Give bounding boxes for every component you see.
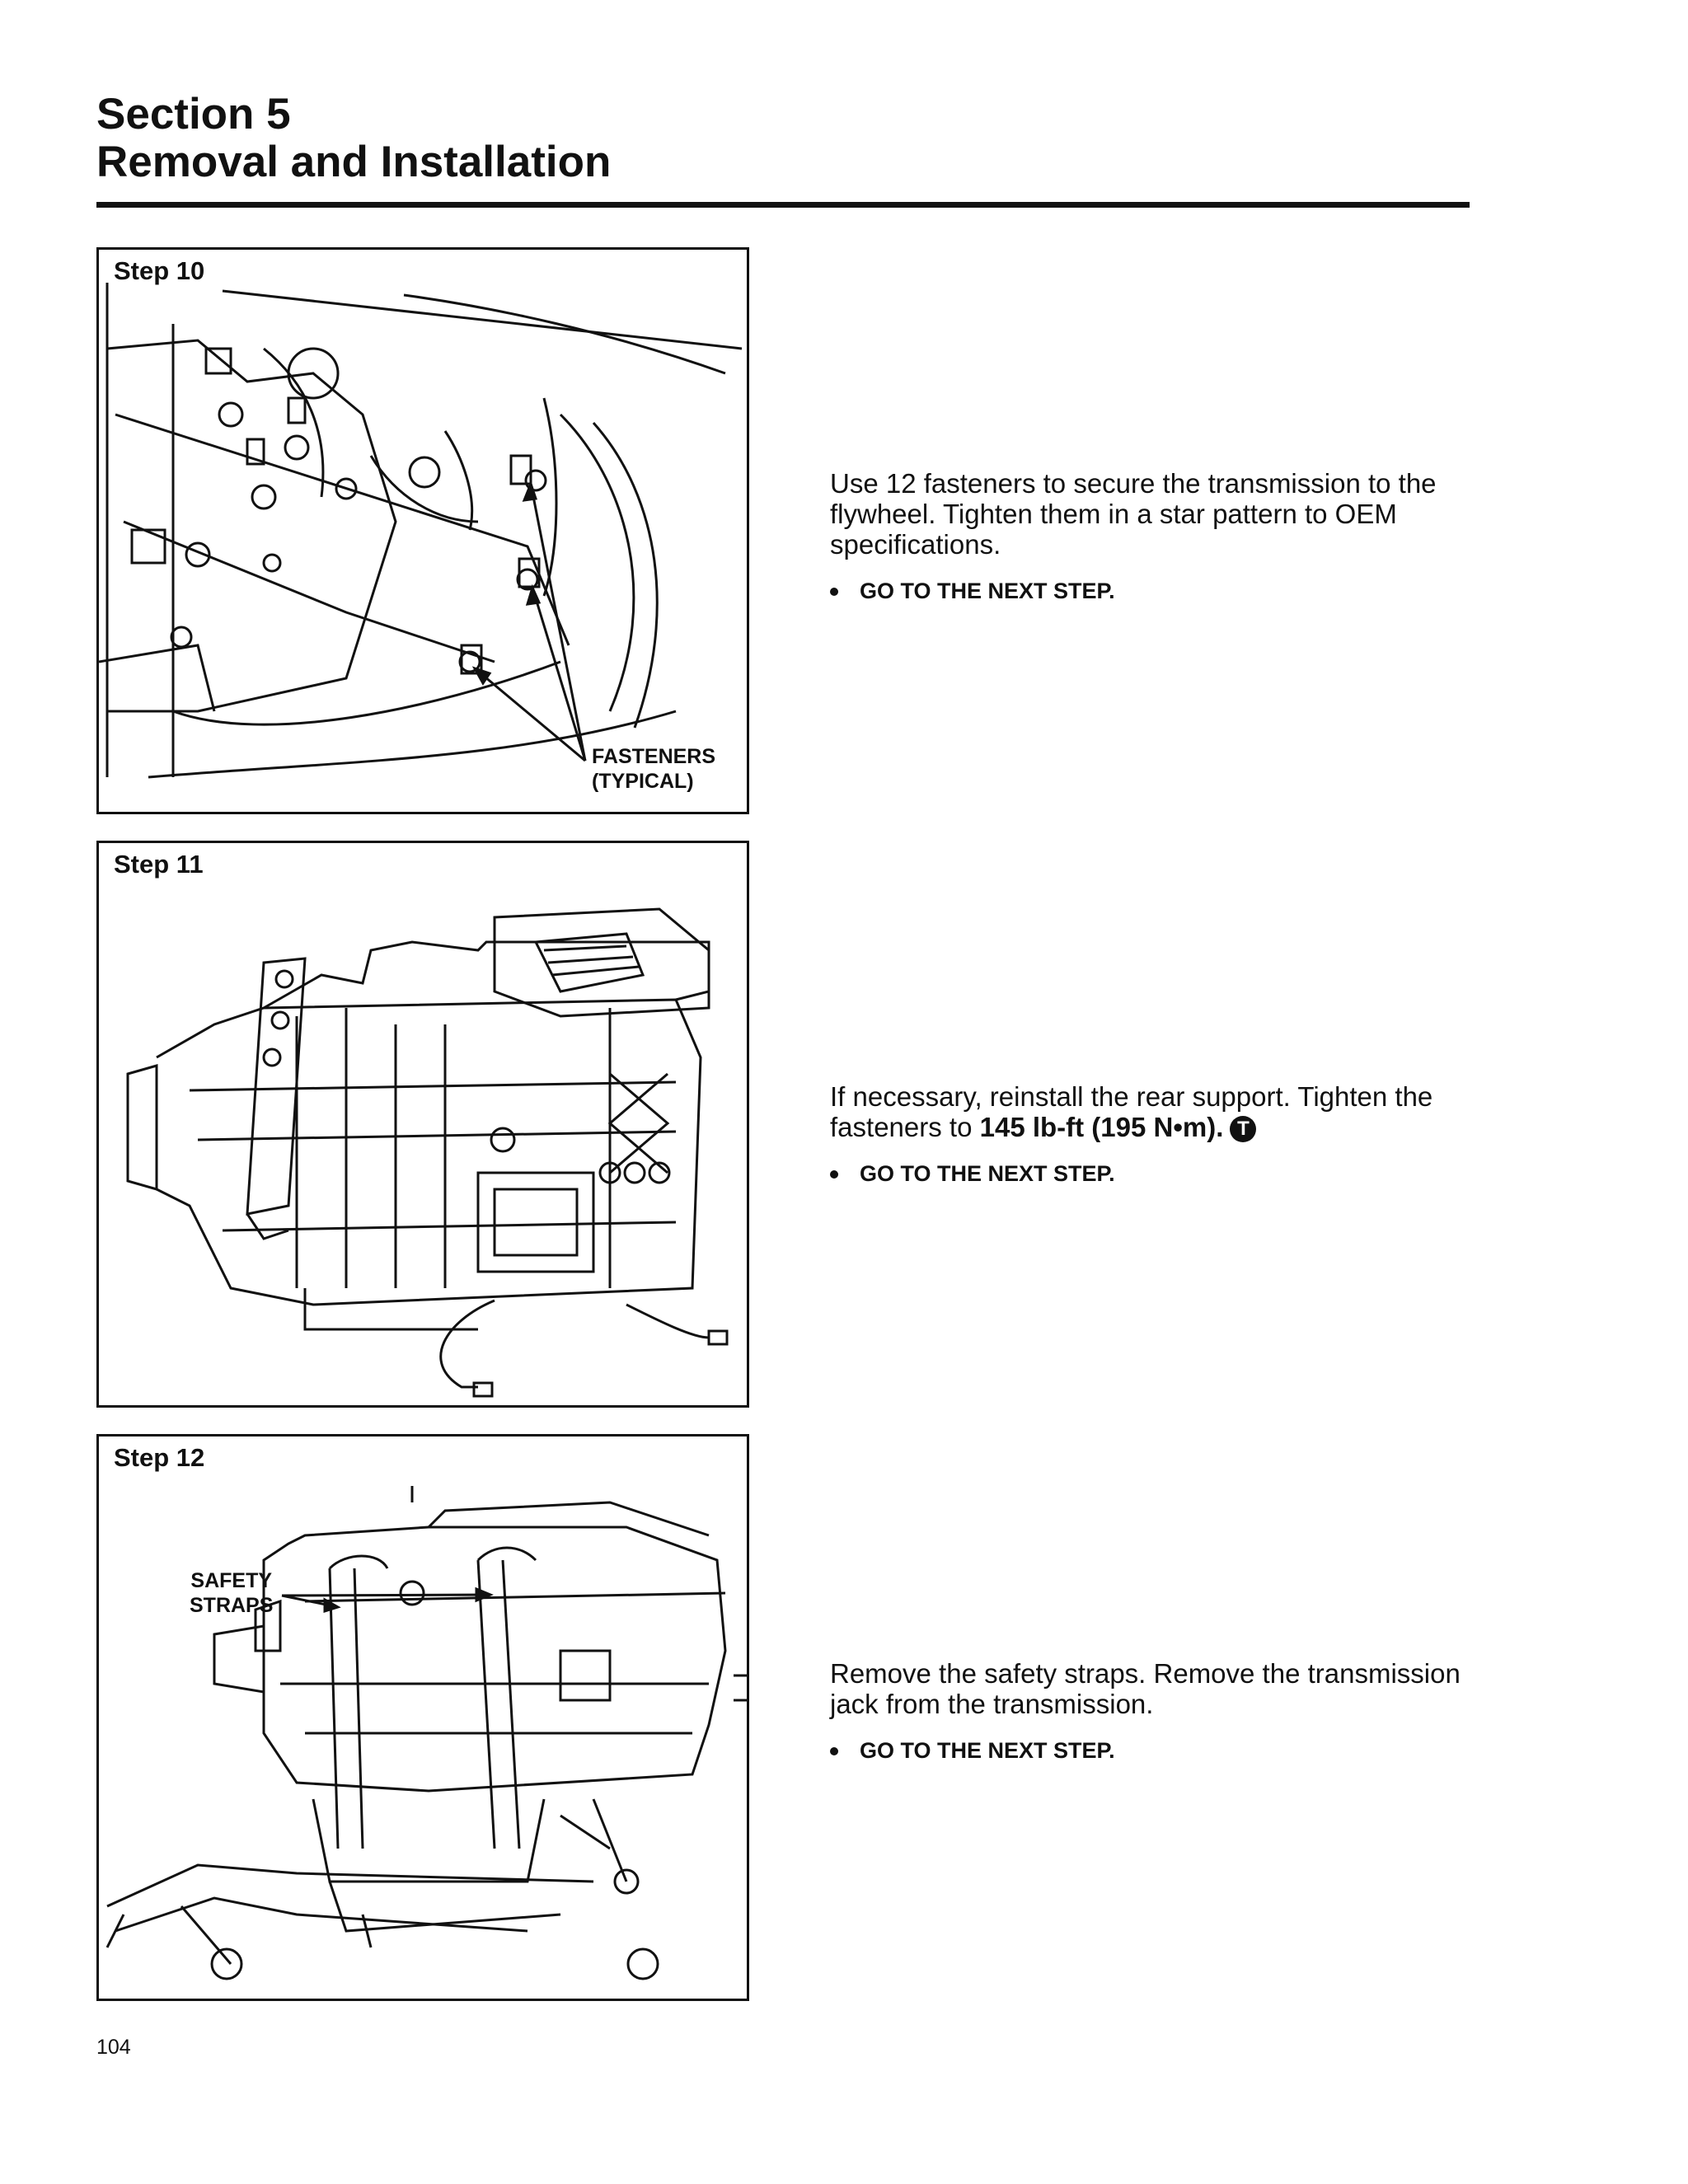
transmission-jack-illustration: [106, 1486, 747, 1980]
step-12-figure: Step 12 SAFETY STRAPS: [96, 1434, 749, 2001]
step-11-label: Step 11: [114, 850, 204, 879]
step-11-bullet: GO TO THE NEXT STEP.: [830, 1159, 1473, 1189]
step-11-text: If necessary, reinstall the rear support…: [830, 1081, 1433, 1143]
safety-straps-callout: SAFETY STRAPS: [190, 1569, 274, 1617]
step-10-text: Use 12 fasteners to secure the transmiss…: [830, 468, 1437, 560]
step-10-instructions: Use 12 fasteners to secure the transmiss…: [830, 468, 1473, 607]
page-number: 104: [96, 2036, 131, 2059]
step-10-bullet: GO TO THE NEXT STEP.: [830, 576, 1473, 607]
step-12-text: Remove the safety straps. Remove the tra…: [830, 1658, 1461, 1719]
transmission-rear-support-illustration: [126, 907, 729, 1398]
section-header: Section 5 Removal and Installation: [96, 91, 611, 186]
step-12-label: Step 12: [114, 1443, 205, 1472]
transmission-flywheel-illustration: [99, 283, 743, 779]
torque-spec: 145 lb-ft (195 N•m).: [979, 1112, 1224, 1142]
step-10-label: Step 10: [114, 256, 205, 285]
fasteners-callout: FASTENERS (TYPICAL): [592, 745, 716, 793]
bullet-icon: [830, 1169, 838, 1179]
section-title: Removal and Installation: [96, 138, 612, 186]
torque-icon: T: [1230, 1116, 1257, 1143]
header-rule: [96, 202, 1470, 208]
step-11-instructions: If necessary, reinstall the rear support…: [830, 1081, 1473, 1189]
step-11-figure: Step 11: [96, 841, 749, 1408]
section-number: Section 5: [96, 90, 291, 138]
step-12-bullet: GO TO THE NEXT STEP.: [830, 1736, 1473, 1766]
step-10-figure: Step 10 FASTENERS (TYPICAL): [96, 247, 749, 814]
step-12-instructions: Remove the safety straps. Remove the tra…: [830, 1658, 1473, 1766]
bullet-icon: [830, 1746, 838, 1755]
bullet-icon: [830, 587, 838, 596]
